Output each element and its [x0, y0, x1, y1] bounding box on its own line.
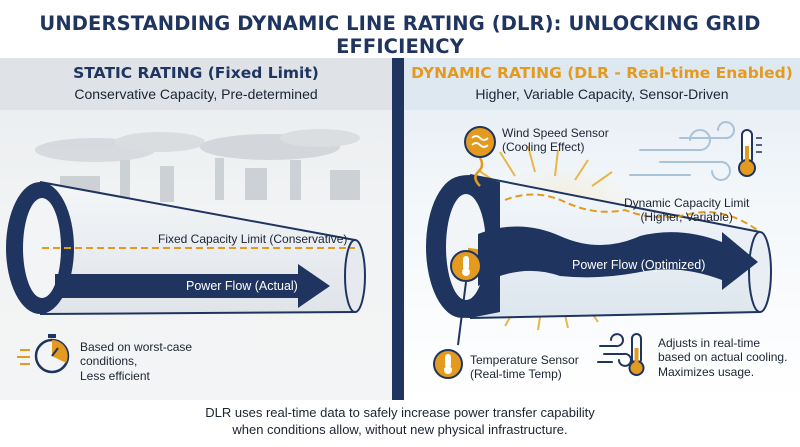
dynamic-header: DYNAMIC RATING (DLR - Real-time Enabled)…	[404, 64, 800, 102]
dynamic-title: DYNAMIC RATING (DLR - Real-time Enabled)	[411, 64, 793, 82]
static-header-band	[0, 58, 392, 110]
footer-summary: DLR uses real-time data to safely increa…	[205, 405, 595, 437]
dynamic-subtitle: Higher, Variable Capacity, Sensor-Driven	[475, 86, 729, 102]
factory-skyline	[35, 129, 360, 202]
static-limit-label: Fixed Capacity Limit (Conservative)	[158, 232, 348, 246]
static-subtitle: Conservative Capacity, Pre-determined	[74, 86, 318, 102]
center-divider	[392, 58, 404, 400]
wind-gust-icon	[629, 121, 735, 181]
page-title: UNDERSTANDING DYNAMIC LINE RATING (DLR):…	[39, 12, 761, 58]
static-power-flow-arrow	[55, 264, 330, 308]
wind-sensor-label: Wind Speed Sensor (Cooling Effect)	[502, 126, 609, 155]
static-note: Based on worst-case conditions, Less eff…	[80, 340, 193, 383]
dynamic-header-band	[404, 58, 800, 110]
static-flow-label: Power Flow (Actual)	[186, 279, 298, 293]
static-header: STATIC RATING (Fixed Limit) Conservative…	[0, 64, 392, 102]
dynamic-note: Adjusts in real-time based on actual coo…	[658, 336, 788, 379]
dynamic-limit-label: Dynamic Capacity Limit (Higher, Variable…	[624, 196, 750, 225]
dynamic-capacity-limit-line	[504, 193, 761, 233]
dynamic-power-flow-arrow	[478, 226, 758, 290]
dynamic-flow-label: Power Flow (Optimized)	[572, 258, 706, 272]
stopwatch-icon	[17, 334, 70, 374]
wind-speed-sensor-icon	[464, 126, 496, 187]
temperature-sensor-label: Temperature Sensor (Real-time Temp)	[470, 353, 579, 382]
temperature-sensor-icon	[433, 250, 482, 379]
cooling-wind-icon	[597, 333, 632, 367]
cooling-thermometer-icon	[628, 333, 645, 376]
static-title: STATIC RATING (Fixed Limit)	[73, 64, 319, 82]
thermometer-icon	[738, 129, 762, 177]
